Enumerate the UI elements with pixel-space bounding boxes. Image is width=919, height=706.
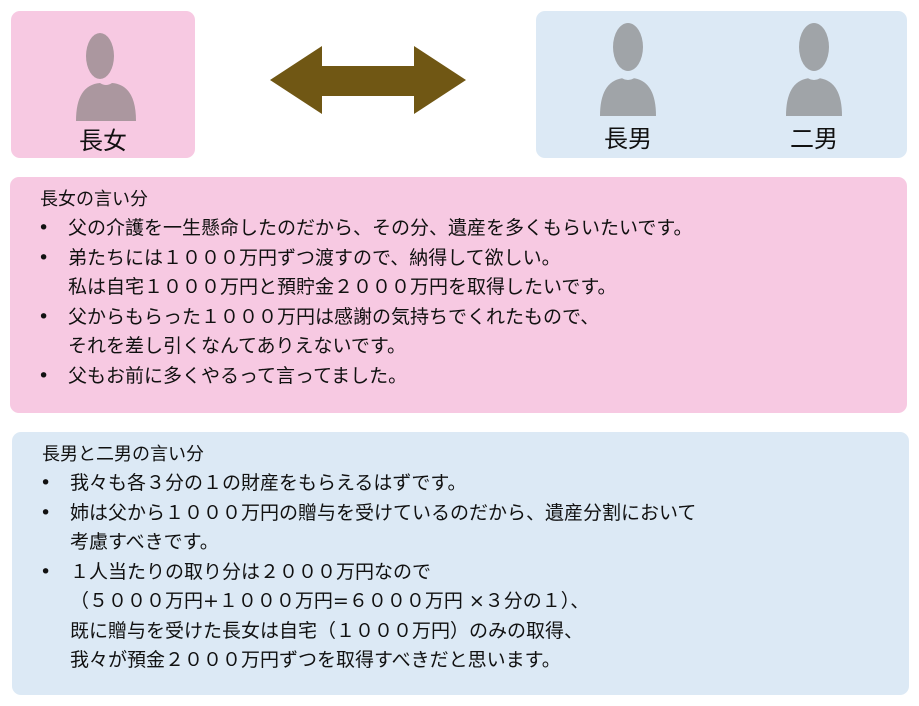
bullet-icon: • bbox=[40, 560, 52, 583]
bullet-icon: • bbox=[40, 501, 52, 524]
bullet-icon: • bbox=[38, 305, 50, 328]
bullet-text: 考慮すべきです。 bbox=[70, 531, 219, 553]
bullet-item: • １人当たりの取り分は２０００万円なので （５０００万円+１０００万円=６０００万… bbox=[40, 558, 696, 676]
bullet-icon: • bbox=[38, 246, 50, 269]
bullet-text: 父からもらった１０００万円は感謝の気持ちでくれたもので、 bbox=[68, 305, 600, 328]
bullet-text: 弟たちには１０００万円ずつ渡すので、納得して欲しい。 bbox=[68, 246, 561, 269]
bullet-item: • 父からもらった１０００万円は感謝の気持ちでくれたもので、それを差し引くなんてあ… bbox=[38, 303, 693, 362]
bullet-item: • 父もお前に多くやるって言ってました。 bbox=[38, 362, 693, 392]
bullet-icon: • bbox=[38, 364, 50, 387]
eldest-daughter-card: 長女 bbox=[11, 11, 195, 158]
panel-title: 長女の言い分 bbox=[40, 189, 148, 210]
second-son-label: 二男 bbox=[790, 125, 838, 153]
bullet-text: （５０００万円+１０００万円=６０００万円 ×３分の１）、 bbox=[70, 590, 590, 612]
bullet-text: 我々も各３分の１の財産をもらえるはずです。 bbox=[70, 472, 467, 494]
daughter-claims-panel: 長女の言い分 • 父の介護を一生懸命したのだから、その分、遺産を多くもらいたいです… bbox=[10, 177, 907, 413]
person-icon bbox=[76, 33, 136, 121]
sons-card: 長男 二男 bbox=[536, 11, 907, 158]
person-icon bbox=[600, 23, 656, 117]
bullet-text: １人当たりの取り分は２０００万円なので bbox=[70, 560, 432, 583]
double-arrow-icon bbox=[270, 46, 466, 114]
sons-claims-panel: 長男と二男の言い分 • 我々も各３分の１の財産をもらえるはずです。 • 姉は父から１０… bbox=[12, 432, 909, 695]
eldest-daughter-label: 長女 bbox=[79, 127, 127, 155]
bullet-item: • 父の介護を一生懸命したのだから、その分、遺産を多くもらいたいです。 bbox=[38, 214, 693, 244]
bullet-icon: • bbox=[40, 472, 52, 494]
bullet-item: • 姉は父から１０００万円の贈与を受けているのだから、遺産分割において考慮すべきで… bbox=[40, 499, 696, 558]
bullet-text: 我々が預金２０００万円ずつを取得すべきだと思います。 bbox=[70, 649, 561, 671]
bullet-text: 父もお前に多くやるって言ってました。 bbox=[68, 364, 408, 387]
bullet-text: 私は自宅１０００万円と預貯金２０００万円を取得したいです。 bbox=[68, 276, 617, 298]
person-icon bbox=[786, 23, 842, 117]
panel-title: 長男と二男の言い分 bbox=[42, 444, 204, 465]
bullet-text: それを差し引くなんてありえないです。 bbox=[68, 335, 407, 357]
bullet-item: • 弟たちには１０００万円ずつ渡すので、納得して欲しい。私は自宅１０００万円と預貯… bbox=[38, 244, 693, 303]
bullet-text: 既に贈与を受けた長女は自宅（１０００万円）のみの取得、 bbox=[70, 619, 584, 642]
bullet-text: 姉は父から１０００万円の贈与を受けているのだから、遺産分割において bbox=[70, 501, 697, 524]
bullet-icon: • bbox=[38, 217, 50, 239]
bullet-text: 父の介護を一生懸命したのだから、その分、遺産を多くもらいたいです。 bbox=[68, 217, 693, 239]
bullet-item: • 我々も各３分の１の財産をもらえるはずです。 bbox=[40, 469, 696, 499]
eldest-son-label: 長男 bbox=[604, 125, 652, 153]
